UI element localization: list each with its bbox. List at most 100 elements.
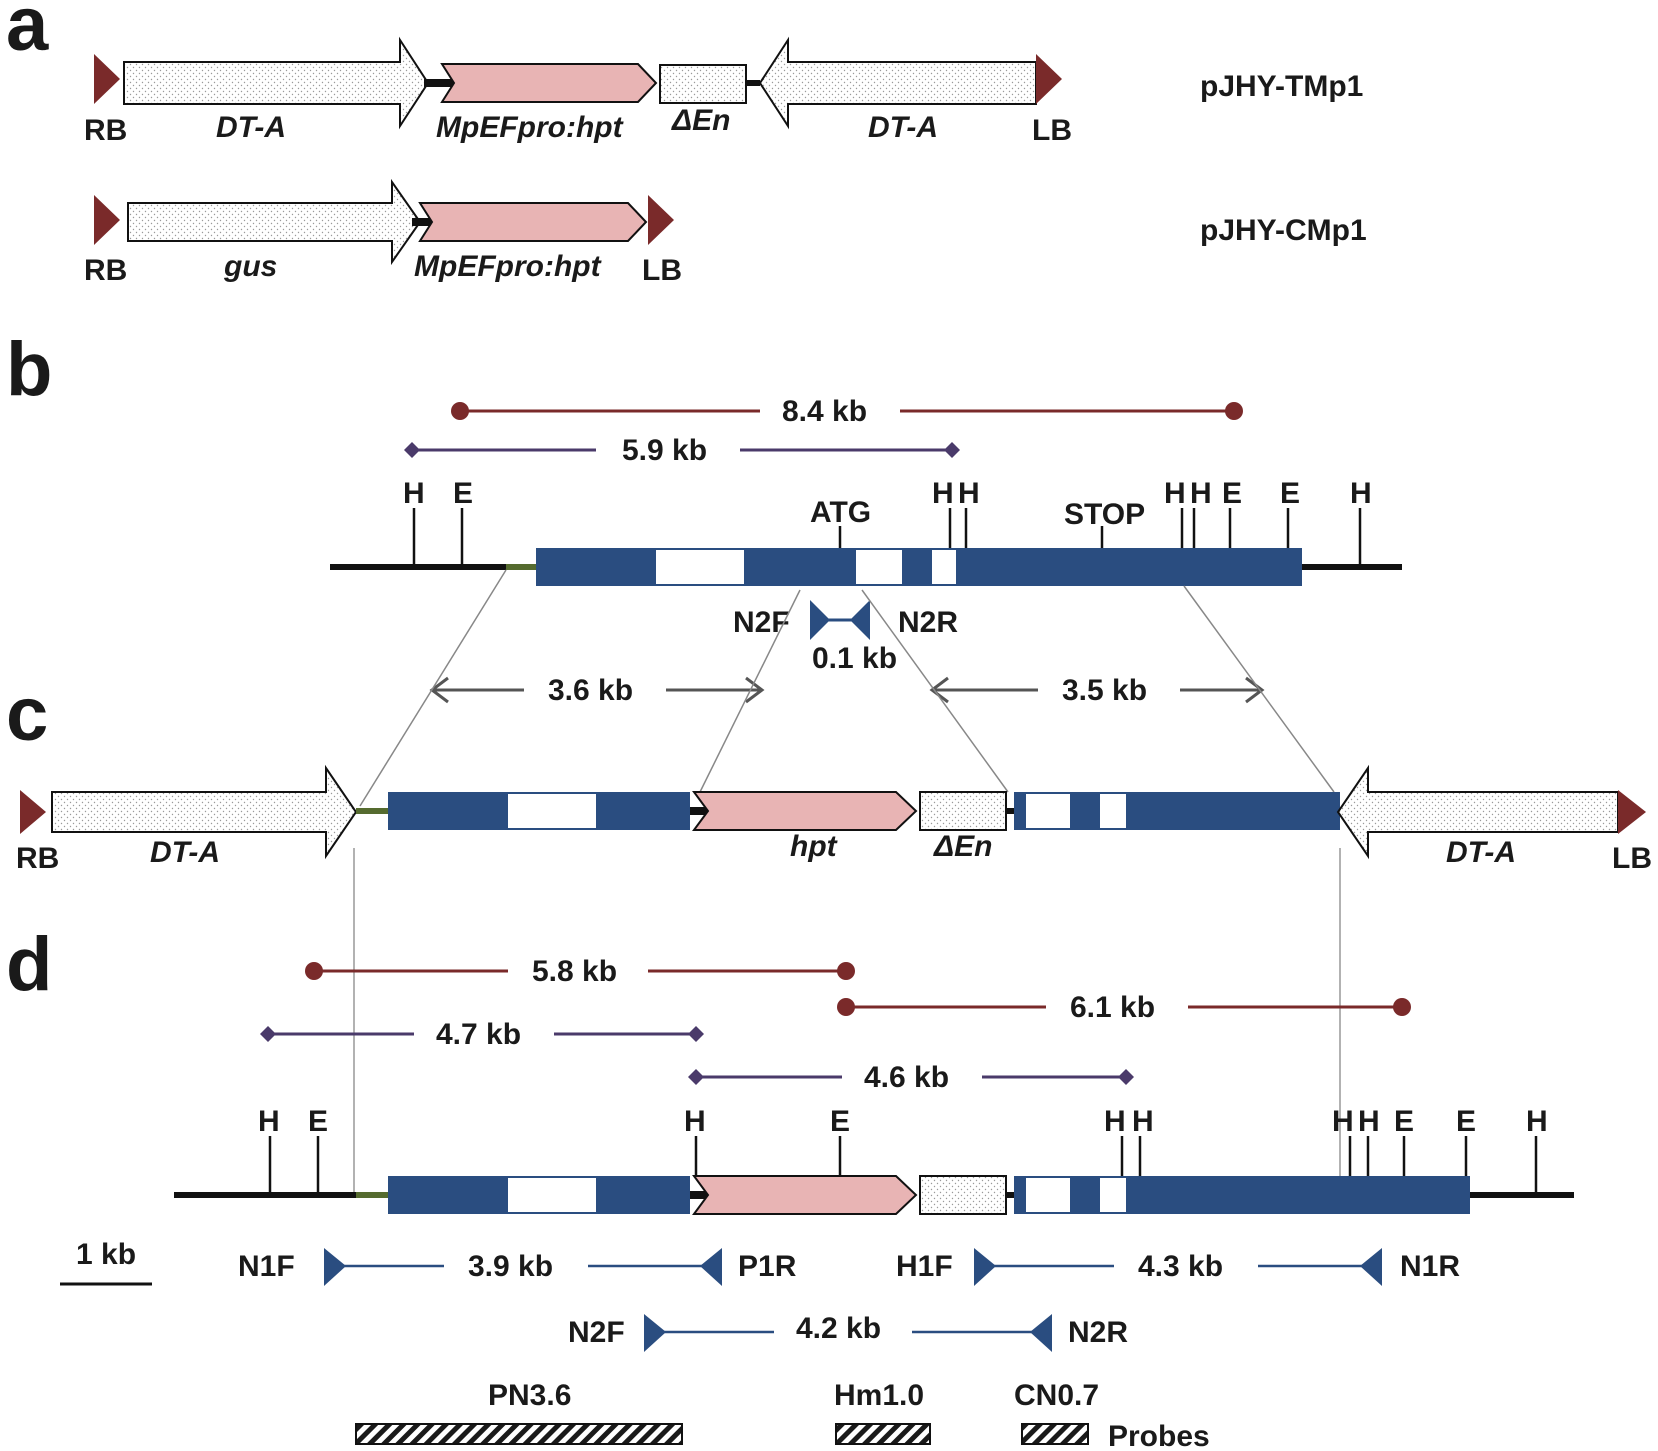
targeting-vector: RB DT-A hpt ΔEn DT-A LB (16, 764, 1652, 875)
primer-n2f-label: N2F (568, 1316, 625, 1349)
atg-label: ATG (810, 496, 871, 529)
linker (424, 79, 454, 87)
primer-reverse-arrow (1030, 1314, 1052, 1352)
panel-label-c: c (6, 672, 48, 757)
fragment-end-marker (1393, 998, 1411, 1016)
intron (656, 550, 744, 584)
hpt-cassette (692, 791, 918, 831)
delta-en-box (659, 64, 747, 104)
rb-border-marker (20, 790, 46, 834)
primer-n1r-label: N1R (1400, 1250, 1460, 1283)
construct-pjhy-cmp1: RB gus MpEFpro:hpt LB pJHY-CMp1 (84, 178, 1367, 287)
construct-name: pJHY-CMp1 (1200, 214, 1367, 247)
hpt-label: hpt (790, 830, 839, 863)
rb-border-marker (94, 195, 120, 245)
hindiii-fragment-4-6: 4.6 kb (688, 1061, 1134, 1094)
mpef-hpt-label: MpEFpro:hpt (436, 111, 625, 144)
fragment-size-label: 4.7 kb (436, 1018, 521, 1051)
dta-label: DT-A (150, 836, 220, 869)
fragment-end-marker (688, 1069, 704, 1085)
pcr-size-label: 4.3 kb (1138, 1250, 1223, 1283)
linker (412, 218, 442, 226)
hindiii-site: H (958, 477, 980, 510)
construct-pjhy-tmp1: RB DT-A MpEFpro:hpt ΔEn DT-A LB pJHY-TMp… (84, 36, 1363, 147)
probe-label: PN3.6 (488, 1379, 571, 1412)
intron (1026, 1178, 1070, 1212)
pcr-size-label: 4.2 kb (796, 1312, 881, 1345)
lb-label: LB (1612, 842, 1652, 875)
fragment-end-marker (944, 442, 960, 458)
fragment-end-marker (837, 962, 855, 980)
delta-en-label: ΔEn (671, 104, 730, 137)
rb-label: RB (16, 842, 59, 875)
right-homology-arm (929, 676, 1265, 704)
probe-label: CN0.7 (1014, 1379, 1099, 1412)
hpt-cassette (418, 202, 648, 242)
ecori-site: E (1280, 477, 1300, 510)
probes-legend-label: Probes (1108, 1420, 1210, 1451)
primer-n2r-label: N2R (898, 606, 958, 639)
construct-name: pJHY-TMp1 (1200, 70, 1363, 103)
intron (856, 550, 902, 584)
primer-reverse-arrow (700, 1248, 722, 1286)
rb-label: RB (84, 114, 127, 147)
primer-n2r-label: N2R (1068, 1316, 1128, 1349)
ecori-site: E (1394, 1105, 1414, 1138)
fragment-size-label: 4.6 kb (864, 1061, 949, 1094)
hindiii-site: H (403, 477, 425, 510)
hindiii-site: H (1132, 1105, 1154, 1138)
intron (1026, 794, 1070, 828)
fragment-end-marker (451, 402, 469, 420)
dta-label: DT-A (216, 111, 286, 144)
primer-forward-arrow (324, 1248, 346, 1286)
dta-cassette-arrow (51, 764, 358, 860)
lb-border-marker (648, 195, 674, 245)
fragment-end-marker (1225, 402, 1243, 420)
hindiii-site: H (1190, 477, 1212, 510)
fragment-end-marker (688, 1026, 704, 1042)
lb-label: LB (1032, 114, 1072, 147)
delta-en-box (919, 791, 1007, 831)
primer-h1f-label: H1F (896, 1250, 953, 1283)
fragment-size-label: 6.1 kb (1070, 991, 1155, 1024)
ecori-site: E (1456, 1105, 1476, 1138)
rb-border-marker (94, 54, 120, 104)
ecori-site: E (453, 477, 473, 510)
panel-label-b: b (6, 327, 52, 412)
knockout-locus (174, 1175, 1574, 1215)
hindiii-fragment-5-9: 5.9 kb (404, 434, 960, 467)
fragment-end-marker (404, 442, 420, 458)
delta-en-label: ΔEn (933, 830, 992, 863)
hindiii-site: H (258, 1105, 280, 1138)
site-labels-d: H E H E H H H H E E H (258, 1105, 1548, 1138)
pcr-size-label: 3.9 kb (468, 1250, 553, 1283)
rb-label: RB (84, 254, 127, 287)
hindiii-fragment-4-7: 4.7 kb (260, 1018, 704, 1051)
right-arm-exon-block (1014, 1176, 1470, 1214)
mpef-hpt-label: MpEFpro:hpt (414, 250, 603, 283)
intron (1100, 1178, 1126, 1212)
intron (932, 550, 956, 584)
intron (508, 1178, 596, 1212)
restriction-sites-b (412, 508, 1362, 566)
dta-label: DT-A (868, 111, 938, 144)
lb-border-marker (1618, 790, 1646, 834)
fragment-end-marker (1118, 1069, 1134, 1085)
primer-n1f-label: N1F (238, 1250, 295, 1283)
primer-forward-arrow (974, 1248, 996, 1286)
delta-en-box (919, 1175, 1007, 1215)
restriction-sites-d (268, 1136, 1538, 1196)
scale-bar: 1 kb (60, 1238, 152, 1286)
fragment-end-marker (260, 1026, 276, 1042)
gene-exon-block (536, 548, 1302, 586)
probe-cn0-7 (1021, 1423, 1089, 1445)
hindiii-site: H (1350, 477, 1372, 510)
left-arm-size: 3.6 kb (548, 674, 633, 707)
probe-pn3-6 (355, 1423, 683, 1445)
hindiii-site: H (932, 477, 954, 510)
southern-probes: PN3.6 Hm1.0 CN0.7 Probes (355, 1379, 1210, 1451)
hindiii-site: H (684, 1105, 706, 1138)
hindiii-site: H (1526, 1105, 1548, 1138)
panel-label-d: d (6, 922, 52, 1007)
